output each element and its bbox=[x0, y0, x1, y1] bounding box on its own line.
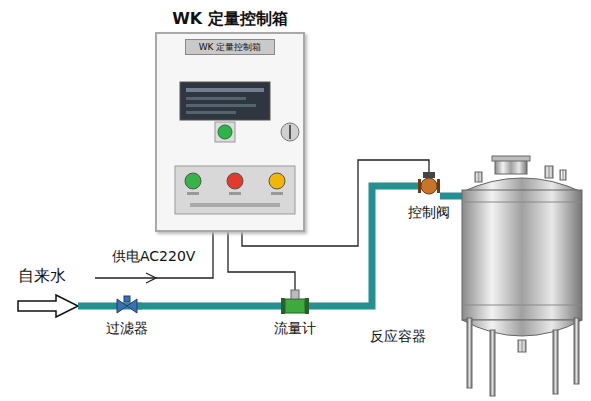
valve-flange bbox=[437, 179, 440, 193]
signal-wire bbox=[228, 232, 295, 297]
box-title: WK 定量控制箱 bbox=[172, 9, 288, 30]
port bbox=[545, 166, 553, 178]
button-caption-mark bbox=[187, 192, 199, 195]
control-valve-symbol bbox=[421, 178, 437, 194]
power-label: 供电AC220V bbox=[112, 248, 195, 266]
vessel-label: 反应容器 bbox=[370, 328, 426, 346]
control-valve: 控制阀 bbox=[418, 176, 440, 196]
lcd-line bbox=[186, 88, 264, 92]
filter-cap bbox=[124, 296, 130, 302]
vessel-top bbox=[462, 178, 582, 192]
indicator-lamp bbox=[218, 125, 232, 139]
port bbox=[560, 170, 566, 180]
inflow-arrow bbox=[18, 295, 78, 317]
water-pipe bbox=[440, 193, 462, 200]
stop-button bbox=[227, 173, 243, 189]
alarm-button bbox=[269, 173, 285, 189]
power-arrow bbox=[146, 273, 156, 283]
meter-flange bbox=[305, 298, 309, 314]
flow-meter: 流量计 bbox=[281, 297, 309, 315]
filter-symbol bbox=[127, 299, 137, 313]
lcd-screen bbox=[180, 82, 270, 120]
vessel-leg bbox=[574, 318, 579, 384]
meter-head bbox=[291, 290, 299, 299]
nameplate-text: WK 定量控制箱 bbox=[185, 39, 275, 55]
lcd-line bbox=[186, 97, 246, 100]
manhole-lid bbox=[492, 156, 530, 161]
start-button bbox=[185, 173, 201, 189]
filter-symbol bbox=[117, 299, 127, 313]
valve-actuator bbox=[423, 172, 435, 178]
button-caption-mark bbox=[229, 192, 241, 195]
port bbox=[475, 172, 482, 182]
bottom-outlet bbox=[518, 340, 526, 352]
vessel-leg bbox=[490, 330, 495, 396]
flow-meter-symbol bbox=[285, 299, 305, 313]
water-source-label: 自来水 bbox=[18, 266, 66, 287]
filter-label: 过滤器 bbox=[106, 320, 148, 338]
vessel-seam bbox=[462, 305, 582, 306]
lcd-line bbox=[186, 104, 256, 107]
button-caption-mark bbox=[271, 192, 283, 195]
lamp-base bbox=[215, 122, 235, 142]
manhole bbox=[495, 160, 527, 174]
vessel-bottom bbox=[462, 320, 582, 336]
vessel-body bbox=[462, 190, 582, 320]
lcd-line bbox=[186, 111, 236, 114]
reaction-vessel: 反应容器 bbox=[462, 168, 582, 348]
control-box: WK 定量控制箱WK 定量控制箱 bbox=[155, 32, 305, 232]
maker-strip bbox=[190, 203, 280, 207]
water-pipe bbox=[138, 303, 281, 310]
flow-meter-label: 流量计 bbox=[274, 320, 316, 338]
meter-flange bbox=[281, 298, 285, 314]
key-switch bbox=[281, 123, 299, 141]
vessel-seam bbox=[462, 202, 582, 203]
button-panel bbox=[175, 166, 295, 214]
filter: 过滤器 bbox=[116, 298, 138, 314]
control-valve-label: 控制阀 bbox=[408, 204, 450, 222]
vessel-leg bbox=[467, 318, 472, 388]
key-slot bbox=[289, 125, 291, 139]
valve-flange bbox=[418, 179, 421, 193]
power-wire bbox=[95, 232, 213, 278]
vessel-leg bbox=[553, 330, 558, 394]
water-pipe bbox=[78, 303, 142, 310]
